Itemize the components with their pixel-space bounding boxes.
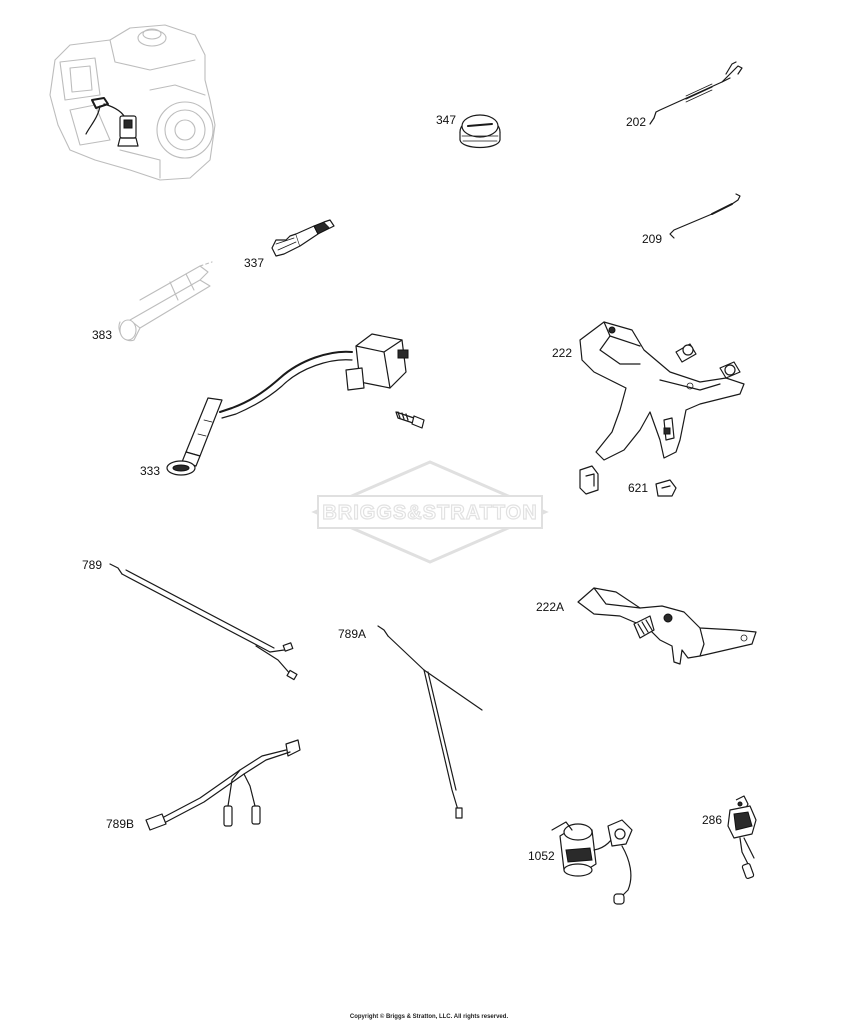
oil-sensor-icon [727,795,757,879]
brand-watermark: BRIGGS&STRATTON [311,460,549,564]
fuel-solenoid-icon [551,819,633,905]
lead-wire-789-icon [109,563,298,681]
lead-wire-789A-icon [377,625,483,819]
engine-outline-icon [49,24,216,181]
label-621: 621 [628,481,648,495]
label-789B: 789B [106,817,134,831]
label-1052: 1052 [528,849,555,863]
label-383: 383 [92,328,112,342]
cable-clip-icon [579,465,677,497]
label-337: 337 [244,256,264,270]
label-202: 202 [626,115,646,129]
label-209: 209 [642,232,662,246]
control-bracket-icon [579,321,745,461]
label-333: 333 [140,464,160,478]
wire-harness-icon [145,739,301,831]
governor-link-icon [649,61,743,125]
label-789: 789 [82,558,102,572]
spark-plug-wrench-icon [118,261,213,342]
label-286: 286 [702,813,722,827]
label-789A: 789A [338,627,366,641]
watermark-text: BRIGGS&STRATTON [322,502,537,524]
fuel-cap-icon [459,114,501,149]
label-222A: 222A [536,600,564,614]
spark-plug-icon [271,219,335,257]
copyright-text: Copyright © Briggs & Stratton, LLC. All … [350,1013,509,1020]
governor-spring-icon [669,193,741,239]
ignition-armature-icon [166,333,425,476]
control-lever-icon [577,587,757,665]
label-222: 222 [552,346,572,360]
label-347: 347 [436,113,456,127]
